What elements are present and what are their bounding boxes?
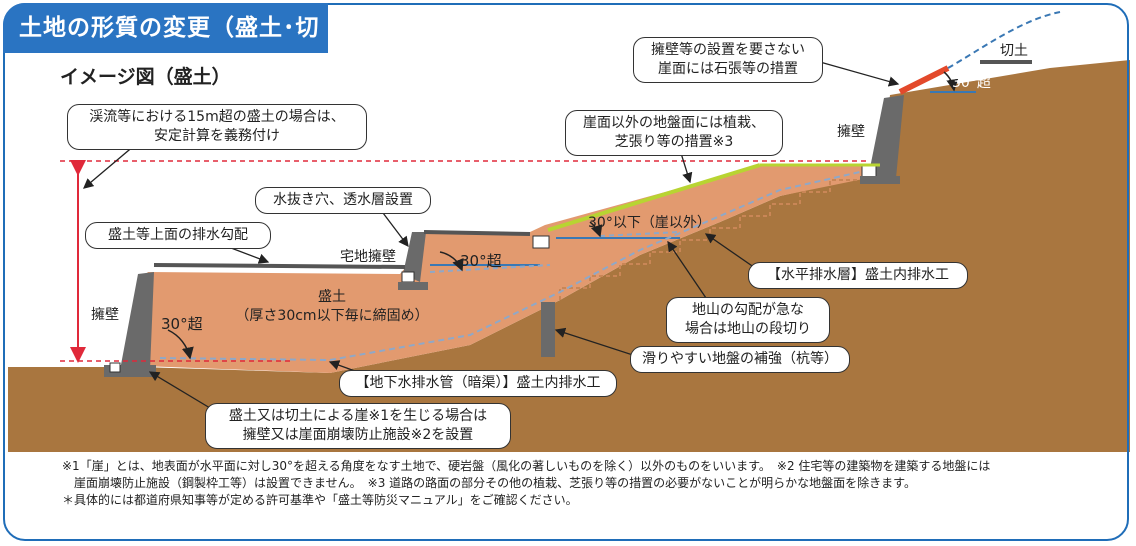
callout-line: 地山の勾配が急な (692, 302, 804, 318)
left-retaining-wall (120, 272, 154, 370)
label-residential-wall: 宅地擁壁 (340, 249, 396, 265)
fill-main-text: 盛土 (318, 289, 346, 305)
outer-border (3, 3, 1129, 541)
callout-line: 芝張り等の措置※3 (614, 134, 734, 150)
diagram-subtitle: イメージ図（盛土） (60, 66, 231, 88)
callout-slope-measures: 擁壁等の設置を要さない 崖面には石張等の措置 (633, 37, 823, 83)
callout-steep-ground: 地山の勾配が急な 場合は地山の段切り (666, 297, 830, 343)
footnotes: ※1「崖」とは、地表面が水平面に対し30°を超える角度をなす土地で、硬岩盤（風化… (62, 458, 1112, 509)
label-cut: 切土 (1000, 43, 1028, 59)
right-retaining-wall (868, 95, 904, 178)
callout-line: 安定計算を義務付け (154, 128, 280, 144)
reinforcement-pile (541, 302, 555, 357)
label-retaining-wall-left: 擁壁 (91, 307, 119, 323)
label-retaining-wall-right: 擁壁 (837, 124, 865, 140)
callout-line: 擁壁等の設置を要さない (651, 42, 805, 58)
callout-horizontal-drain: 【水平排水層】盛土内排水工 (748, 262, 968, 289)
callout-line: 崖面には石張等の措置 (658, 61, 798, 77)
callout-stream-fill: 渓流等における15m超の盛土の場合は、 安定計算を義務付け (67, 104, 367, 150)
callout-top-drain: 盛土等上面の排水勾配 (85, 222, 271, 249)
label-angle-slope: 30°以下（崖以外） (588, 215, 711, 231)
callout-line: 場合は地山の段切り (685, 321, 811, 337)
callout-groundwater-pipe: 【地下水排水管（暗渠）】盛土内排水工 (339, 370, 617, 397)
callout-planting: 崖面以外の地盤面には植栽、 芝張り等の措置※3 (565, 110, 783, 156)
groundwater-pipe (159, 171, 861, 362)
label-angle-top: 30°超 (952, 75, 991, 91)
grass-slope (547, 163, 761, 232)
callout-cliff-rule: 盛土又は切土による崖※1を生じる場合は 擁壁又は崖面崩壊防止施設※2を設置 (205, 403, 511, 449)
callout-line: 盛土又は切土による崖※1を生じる場合は (228, 408, 488, 424)
callout-slippery-ground: 滑りやすい地盤の補強（杭等） (630, 346, 850, 373)
fill-note-text: （厚さ30cm以下毎に締固め） (235, 308, 429, 324)
page-title: 土地の形質の変更（盛土･切土） (3, 3, 328, 91)
fill-mass (142, 166, 868, 373)
footnote-line: 崖面崩壊防止施設（鋼製枠工等）は設置できません。 ※3 道路の路面の部分その他の… (62, 476, 916, 490)
label-angle-left: 30°超 (161, 315, 203, 333)
residential-retaining-wall (403, 232, 426, 282)
callout-drain-hole: 水抜き穴、透水層設置 (255, 187, 431, 214)
label-fill: 盛土 （厚さ30cm以下毎に締固め） (232, 288, 432, 326)
callout-line: 擁壁又は崖面崩壊防止施設※2を設置 (242, 427, 474, 443)
footnote-line: ※1「崖」とは、地表面が水平面に対し30°を超える角度をなす土地で、硬岩盤（風化… (62, 459, 991, 473)
label-angle-mid: 30°超 (460, 252, 502, 270)
footnote-line: ＊具体的には都道府県知事等が定める許可基準や「盛土等防災マニュアル」をご確認くだ… (62, 493, 578, 507)
stone-facing (898, 65, 950, 95)
callout-line: 崖面以外の地盤面には植栽、 (583, 115, 765, 131)
top-drain-line (153, 263, 406, 269)
callout-line: 渓流等における15m超の盛土の場合は、 (89, 109, 345, 125)
